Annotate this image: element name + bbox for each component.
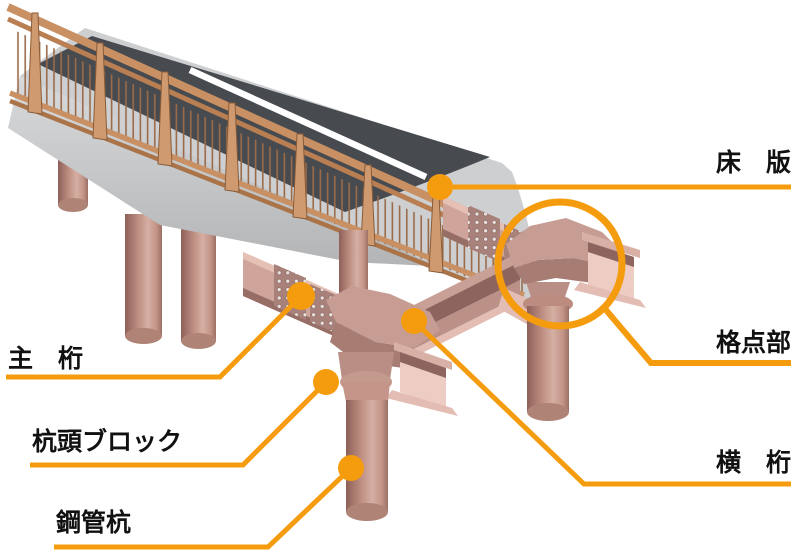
- annotations: [6, 184, 791, 550]
- label-steel-pipe-pile: 鋼管杭: [55, 508, 131, 537]
- label-floor-slab: 床 版: [716, 148, 791, 177]
- guard-railing: [6, 3, 526, 306]
- stub-top-flange: [394, 342, 452, 370]
- label-panel-point: 格点部: [716, 328, 791, 357]
- callout-dots: [287, 174, 453, 481]
- cross-girder-top-flange: [396, 252, 520, 324]
- cross-girder-bottom-flange: [396, 296, 520, 366]
- highlight-circle: [494, 198, 626, 330]
- pile-head-block: [338, 352, 394, 402]
- callout-dot-steel-pipe-pile: [338, 455, 364, 481]
- leader-line-main-girder: [6, 294, 303, 380]
- stub-bottom-flange: [386, 390, 458, 416]
- label-cross-girder: 横 桁: [716, 449, 791, 477]
- label-pile-head-block: 杭頭ブロック: [32, 427, 182, 456]
- railing-post: [292, 133, 308, 220]
- leader-line-steel-pipe-pile: [54, 466, 353, 550]
- railing-balusters: [14, 30, 524, 300]
- stub-top-flange: [582, 232, 640, 258]
- girder-rivets: [468, 205, 500, 262]
- label-main-girder: 主 桁: [8, 345, 83, 373]
- railing-post: [157, 71, 173, 167]
- callout-dot-pile-head-block: [313, 369, 339, 395]
- steel-pipe-pile-left-near: [181, 227, 216, 349]
- pile-bottom-cap: [125, 328, 162, 344]
- steel-pipe-pile-left-middle: [125, 214, 162, 344]
- leader-line-pile-head-block: [30, 380, 328, 468]
- railing-post: [27, 12, 43, 115]
- pile-shaft: [181, 227, 216, 341]
- pile-head-neck: [342, 382, 390, 402]
- joint-side-facets: [514, 258, 610, 284]
- pile-bottom-cap: [527, 403, 569, 421]
- callout-dot-floor-slab: [427, 174, 453, 200]
- stub-flange-shadow: [400, 352, 446, 378]
- pile-bottom-cap: [58, 198, 88, 212]
- pile-bottom-cap: [346, 503, 388, 521]
- railing-post: [92, 42, 108, 141]
- railing-post: [224, 102, 240, 193]
- panel-point-joint: [498, 218, 646, 326]
- leader-line-panel-point: [603, 308, 791, 366]
- callout-dot-main-girder: [287, 282, 315, 310]
- lane-marking: [188, 67, 428, 180]
- leader-line-cross-girder: [412, 319, 791, 487]
- pile-bottom-cap: [181, 333, 216, 349]
- railing-post: [360, 164, 376, 247]
- pile-shaft: [125, 214, 162, 336]
- callout-dot-cross-girder: [401, 308, 427, 334]
